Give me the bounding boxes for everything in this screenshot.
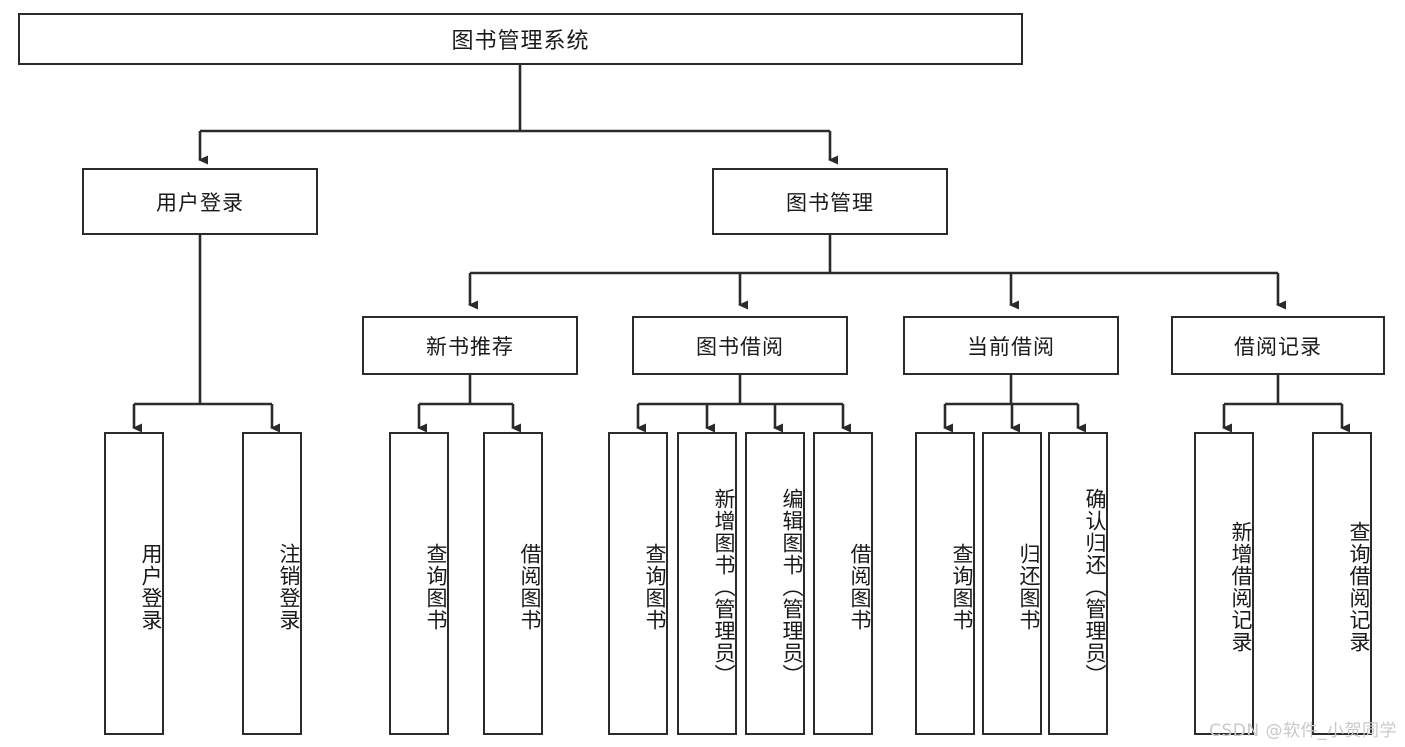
node-book-borrow[interactable]: 图书借阅 <box>632 316 848 375</box>
watermark: CSDN @软件_小贺同学 <box>1209 721 1397 741</box>
leaf-borrow-query-book[interactable]: 查询图书 <box>608 432 668 735</box>
node-new-book-recommend[interactable]: 新书推荐 <box>362 316 578 375</box>
leaf-user-login-logout[interactable]: 注销登录 <box>242 432 302 735</box>
node-borrow-records[interactable]: 借阅记录 <box>1171 316 1385 375</box>
leaf-borrow-edit-book-admin[interactable]: 编辑图书（管理员） <box>745 432 805 735</box>
leaf-records-add-record[interactable]: 新增借阅记录 <box>1194 432 1254 735</box>
leaf-recommend-query-book[interactable]: 查询图书 <box>389 432 449 735</box>
leaf-borrow-borrow-book[interactable]: 借阅图书 <box>813 432 873 735</box>
node-book-management[interactable]: 图书管理 <box>712 168 948 235</box>
leaf-user-login-login[interactable]: 用户登录 <box>104 432 164 735</box>
leaf-recommend-borrow-book[interactable]: 借阅图书 <box>483 432 543 735</box>
node-current-borrow[interactable]: 当前借阅 <box>903 316 1119 375</box>
leaf-records-query-record[interactable]: 查询借阅记录 <box>1312 432 1372 735</box>
leaf-current-confirm-return-admin[interactable]: 确认归还（管理员） <box>1048 432 1108 735</box>
node-user-login[interactable]: 用户登录 <box>82 168 318 235</box>
leaf-current-return-book[interactable]: 归还图书 <box>982 432 1042 735</box>
leaf-current-query-book[interactable]: 查询图书 <box>915 432 975 735</box>
node-root-system[interactable]: 图书管理系统 <box>18 13 1023 65</box>
leaf-borrow-add-book-admin[interactable]: 新增图书（管理员） <box>677 432 737 735</box>
